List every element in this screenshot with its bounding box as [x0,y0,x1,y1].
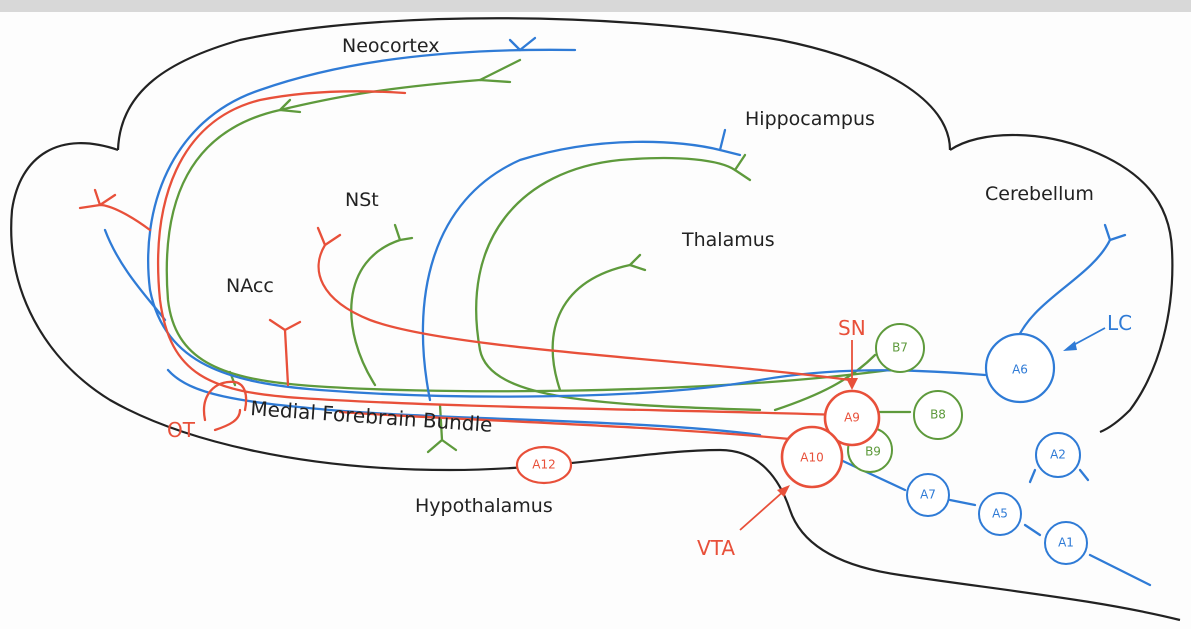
label-ot: OT [167,418,196,442]
node-a1: A1 [1045,522,1087,564]
blue-a5-a1 [1025,525,1040,535]
green-neocortex-branch [480,60,520,82]
node-a1-label: A1 [1058,536,1074,550]
node-a12-label: A12 [532,458,555,472]
label-cerebellum: Cerebellum [985,183,1094,205]
lc-arrow [1063,328,1105,351]
node-a10-label: A10 [800,451,823,465]
blue-hippo-branch [720,130,740,155]
top-strip [0,0,1191,12]
node-a7: A7 [907,474,949,516]
green-nst [351,225,412,385]
blue-main-trunk [148,50,985,397]
node-a5-label: A5 [992,507,1008,521]
cerebellum-outline [950,135,1172,432]
green-hippo-branch [735,155,750,180]
sn-arrow [846,340,858,390]
label-hypothalamus: Hypothalamus [415,495,553,517]
green-thalamus-fiber [476,158,760,410]
blue-neocortex-branch [510,38,535,50]
node-a6: A6 [986,334,1054,402]
green-thalamus-inner [553,265,630,390]
label-lc: LC [1107,311,1132,335]
label-hippocampus: Hippocampus [745,108,875,130]
red-nacc [270,320,300,385]
node-a10: A10 [782,427,842,487]
node-b7: B7 [876,324,924,372]
node-a2-label: A2 [1050,448,1066,462]
node-a2: A2 [1036,433,1080,477]
node-b8: B8 [914,391,962,439]
node-a5: A5 [979,493,1021,535]
label-neocortex: Neocortex [342,35,439,57]
node-b8-label: B8 [930,408,946,422]
blue-frontal [105,230,165,320]
red-frontal [80,190,150,230]
vta-arrow [740,485,790,530]
blue-a1-tail [1090,555,1150,585]
label-nst: NSt [345,189,379,211]
green-thalamus-tip [630,255,645,270]
blue-a7-a5 [950,500,975,505]
node-a12: A12 [517,447,571,483]
label-nacc: NAcc [226,275,274,297]
node-b9-label: B9 [865,445,881,459]
node-b7-label: B7 [892,341,908,355]
node-a6-label: A6 [1012,363,1028,377]
label-vta: VTA [697,536,735,560]
label-thalamus: Thalamus [681,229,775,251]
node-a7-label: A7 [920,488,936,502]
red-main-trunk [158,91,840,415]
red-ot-arc2 [215,410,240,430]
label-sn: SN [838,316,866,340]
node-a9-label: A9 [844,411,860,425]
